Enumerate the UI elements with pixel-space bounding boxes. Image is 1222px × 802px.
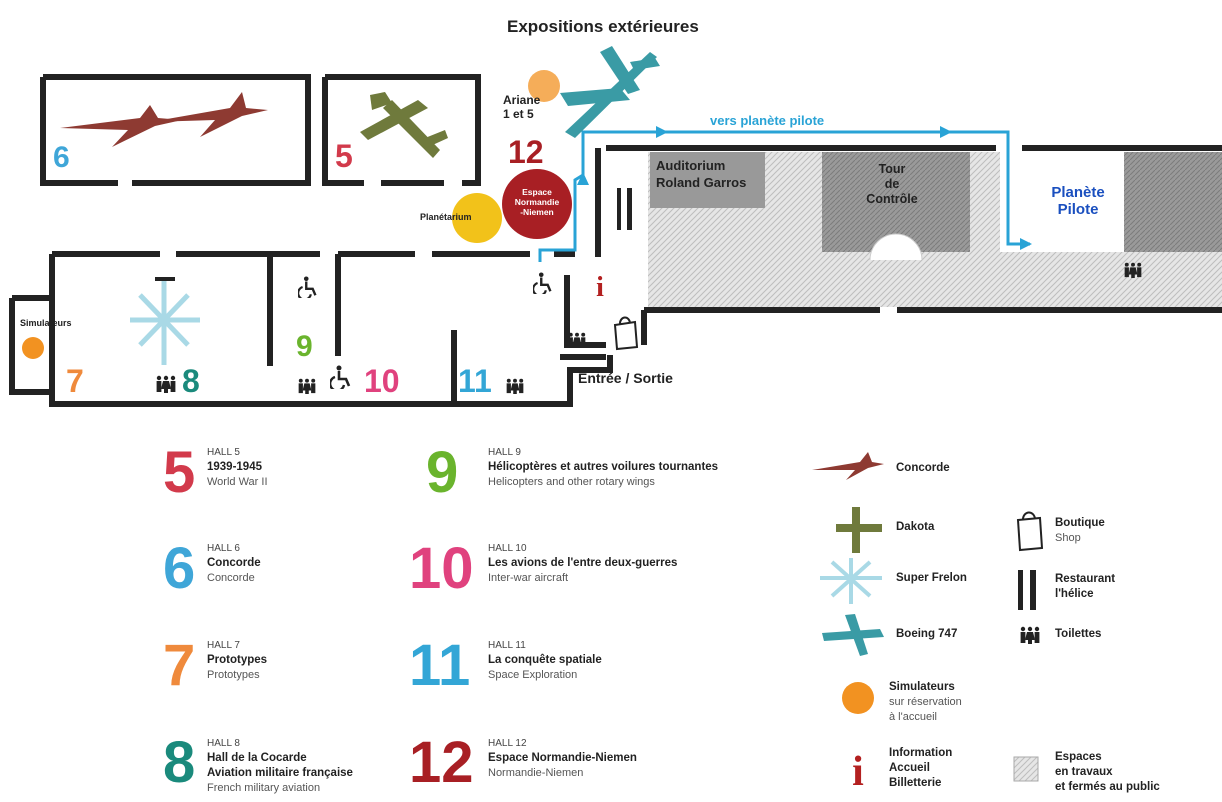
legend-hall-7: HALL 7 Prototypes Prototypes	[207, 640, 268, 681]
toilet-icon	[506, 378, 524, 394]
super-frelon-aircraft	[130, 280, 200, 365]
espace-normandie-marker	[502, 169, 572, 239]
ariane-label: Ariane 1 et 5	[503, 93, 541, 121]
hall-6-building	[40, 74, 311, 186]
hall-5-building	[322, 74, 481, 186]
simulateur-marker	[22, 337, 44, 359]
legend-hall-10: HALL 10 Les avions de l'entre deux-guerr…	[488, 543, 678, 584]
planetarium-label: Planétarium	[420, 212, 472, 222]
legend-restaurant: Restaurant l'hélice	[1055, 573, 1116, 600]
hall-number-6: 6	[53, 141, 70, 174]
legend-toilettes-label: Toilettes	[1055, 628, 1102, 640]
legend-simulateurs: Simulateurs sur réservation à l'accueil	[889, 681, 962, 723]
auditorium-block	[650, 152, 765, 208]
legend-number-12: 12	[409, 730, 474, 795]
legend-hall-5: HALL 5 1939-1945 World War II	[207, 447, 268, 488]
legend-number-7: 7	[163, 633, 196, 698]
info-icon: i	[596, 272, 604, 303]
dakota-aircraft	[360, 92, 448, 158]
legend-hall-12: HALL 12 Espace Normandie-Niemen Normandi…	[488, 738, 637, 779]
hall-number-12: 12	[508, 134, 544, 170]
hall-number-9: 9	[296, 330, 313, 363]
accessibility-icon	[533, 272, 552, 294]
legend-boeing-label: Boeing 747	[896, 628, 958, 640]
works-area-right	[1000, 152, 1124, 252]
legend-works-icon	[1013, 756, 1039, 782]
route-label: vers planète pilote	[710, 113, 825, 128]
accessibility-icon	[330, 365, 351, 389]
legend-number-8: 8	[163, 730, 196, 795]
ariane-marker	[528, 70, 560, 102]
toilet-icon	[298, 378, 316, 394]
entrance-label: Entrée / Sortie	[578, 370, 673, 386]
legend-super-frelon-icon	[820, 558, 882, 604]
shop-icon	[613, 316, 639, 351]
hall-number-5: 5	[335, 138, 353, 174]
legend-boeing-icon	[822, 614, 884, 656]
legend-hall-6: HALL 6 Concorde Concorde	[207, 543, 261, 584]
legend-concorde-icon	[812, 452, 884, 480]
right-block	[1124, 152, 1222, 252]
hall-number-10: 10	[364, 363, 400, 399]
toilet-icon	[1124, 262, 1142, 278]
legend-number-5: 5	[163, 440, 196, 505]
legend-dakota-label: Dakota	[896, 521, 935, 533]
boeing-747-aircraft	[560, 46, 660, 138]
legend-travaux: Espaces en travaux et fermés au public	[1055, 751, 1160, 793]
toilet-icon	[568, 332, 586, 348]
legend-info-icon: i	[852, 749, 864, 795]
planetarium-marker	[452, 193, 502, 243]
legend-toilet-icon	[1020, 626, 1040, 644]
legend-number-9: 9	[426, 440, 459, 505]
hall-number-8: 8	[182, 363, 200, 399]
legend-simulateurs-icon	[842, 682, 874, 714]
legend-information: Information Accueil Billetterie	[889, 747, 953, 789]
legend-hall-8: HALL 8 Hall de la Cocarde Aviation milit…	[207, 738, 353, 794]
accessibility-icon	[298, 276, 317, 298]
hall-number-7: 7	[66, 363, 84, 399]
restaurant-icon	[617, 188, 632, 230]
map-title: Expositions extérieures	[507, 17, 699, 36]
hall-number-11: 11	[458, 363, 492, 399]
lower-building	[9, 145, 1222, 407]
legend-shop-icon	[1016, 511, 1044, 552]
legend-number-11: 11	[409, 633, 471, 698]
legend-number-10: 10	[409, 536, 474, 601]
legend-concorde-label: Concorde	[896, 462, 950, 474]
legend-hall-9: HALL 9 Hélicoptères et autres voilures t…	[488, 447, 719, 488]
legend-boutique: Boutique Shop	[1055, 517, 1105, 544]
legend-super-frelon-label: Super Frelon	[896, 572, 967, 584]
concorde-aircraft	[60, 92, 268, 147]
legend-hall-11: HALL 11 La conquête spatiale Space Explo…	[488, 640, 602, 681]
toilet-icon	[156, 375, 176, 393]
simulateurs-label: Simulateurs	[20, 318, 72, 328]
legend-restaurant-icon	[1018, 570, 1036, 610]
legend-number-6: 6	[163, 536, 196, 601]
legend-dakota-icon	[836, 507, 882, 553]
